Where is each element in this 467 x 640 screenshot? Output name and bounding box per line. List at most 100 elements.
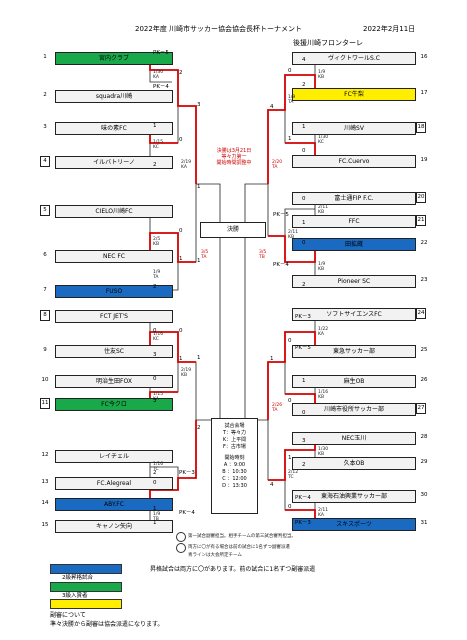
team-name-box: 久本OB [292, 457, 416, 470]
team-seed-box: 24 [416, 308, 426, 319]
team-seed-box: 18 [416, 122, 426, 133]
final-match-box: 決勝 [200, 222, 266, 238]
team-name-box: CIELO川崎FC [55, 205, 173, 218]
team-seed-number: 15 [41, 522, 49, 528]
venue-heading: 試合会場 [224, 423, 245, 429]
match-label: 1/15 KA [153, 392, 164, 402]
score: 4 [302, 57, 306, 63]
team-name-box: NEC FC [55, 250, 173, 263]
team-name-box: FC牛梨 [292, 88, 416, 101]
referee-note: 両方に〇が有る場合は前の試合に1名ずつ副審派遣 [188, 545, 290, 550]
score: 0 [288, 338, 292, 344]
venue-info-box: 試合会場 T：等々力 K：上平間 F：古市場 開始時刻 A ：9:00 B ：1… [211, 418, 258, 514]
score: PK－4 [273, 262, 289, 268]
final-schedule-note: 決勝は3月21日 等々力第一 開始時間調整中 [216, 148, 252, 166]
match-label: 2/20 TA [272, 160, 283, 170]
final-left-label: 3/5 TA [201, 250, 209, 260]
score: 1 [179, 256, 183, 262]
score: 1 [197, 258, 201, 264]
team-seed-number: 1 [43, 54, 47, 60]
score: 1 [288, 455, 292, 461]
score: 0 [179, 228, 183, 234]
team-seed-number: 10 [41, 377, 49, 383]
legend-green-swatch [50, 582, 122, 592]
score: 1 [197, 184, 201, 190]
score: 0 [288, 68, 292, 74]
score: PK－3 [295, 520, 311, 526]
team-seed-number: 3 [43, 124, 47, 130]
legend-blue-swatch [50, 564, 122, 574]
venue-line: F：古市場 [223, 444, 246, 450]
score: 4 [270, 482, 274, 488]
team-name-box: 麻生OB [292, 375, 416, 388]
team-seed-box: 5 [40, 205, 50, 216]
score: PK－4 [153, 84, 169, 90]
team-seed-number: 9 [43, 347, 47, 353]
score: 1 [302, 124, 306, 130]
match-label: 2/5 KB [153, 237, 161, 247]
match-label: 2/11 KB [318, 205, 329, 215]
team-name-box: キャノン矢向 [55, 520, 173, 533]
score: 0 [302, 148, 306, 154]
match-label: 1/16 KB [318, 390, 329, 400]
score: 3 [197, 102, 201, 108]
score: 0 [179, 137, 183, 143]
footnote-heading: 副審について [50, 612, 86, 619]
team-seed-number: 7 [43, 287, 47, 293]
score: 0 [302, 410, 306, 416]
team-seed-number: 30 [420, 492, 428, 498]
sponsor-text: 後援川崎フロンターレ [293, 39, 363, 47]
score: 1 [288, 136, 292, 142]
score: PK－3 [179, 470, 195, 476]
score: 1 [197, 355, 201, 361]
team-seed-box: 4 [40, 156, 50, 167]
score: PK－4 [179, 510, 195, 516]
score: PK－5 [153, 50, 169, 56]
referee-note: 第一試合副審担当。相手チームの第三試合審判担当。 [188, 534, 296, 539]
score: 3 [153, 398, 157, 404]
score: 0 [288, 398, 292, 404]
footnote-text: 準々決勝から副審は協会派遣になります。 [50, 621, 164, 628]
match-label: 1/16 KC [153, 332, 164, 342]
team-seed-number: 23 [420, 277, 428, 283]
score: PK－3 [295, 314, 311, 320]
referee-note: 青ラインは大会所定チーム [188, 553, 242, 558]
score: 4 [270, 104, 274, 110]
time-line: C ：12:00 [222, 476, 247, 482]
match-label: 2/26 TA [272, 403, 283, 413]
match-label: 2/11 KA [318, 508, 329, 518]
score: 2 [153, 284, 157, 290]
team-name-box: レイチェル [55, 450, 173, 463]
score: 2 [153, 162, 157, 168]
team-name-box: 宮内クラブ [55, 52, 173, 65]
score: 2 [179, 70, 183, 76]
score: 1 [153, 123, 157, 129]
score: PK－5 [295, 345, 311, 351]
team-seed-number: 13 [41, 479, 49, 485]
team-name-box: 味の素FC [55, 122, 173, 135]
team-name-box: FC.Alegreal [55, 477, 173, 490]
score: 0 [179, 328, 183, 334]
score: 2 [302, 282, 306, 288]
time-heading: 開始時刻 [224, 455, 245, 461]
match-label: 1/30 KC [318, 135, 329, 145]
time-line: D ：13:30 [222, 483, 247, 489]
legend-blue-label: 2級昇格試合 [62, 575, 93, 581]
time-line: B ：10:30 [222, 469, 247, 475]
team-seed-box: 11 [40, 398, 50, 409]
score: 2 [302, 82, 306, 88]
team-seed-box: 20 [416, 192, 426, 203]
team-name-box: FUSO [55, 285, 173, 298]
score: PK－5 [273, 212, 289, 218]
team-seed-number: 22 [420, 240, 428, 246]
team-seed-number: 16 [420, 54, 428, 60]
team-name-box: スキスポーツ [292, 518, 416, 531]
score: 1 [302, 378, 306, 384]
match-label: 2/19 KA [181, 160, 192, 170]
match-label: 1/9 KB [318, 70, 326, 80]
team-name-box: 東急サッカー部 [292, 345, 416, 358]
team-name-box: Pioneer SC [292, 275, 416, 288]
team-name-box: 富士通FIP F.C. [292, 192, 416, 205]
team-name-box: FFC [292, 215, 416, 228]
score: 1 [153, 520, 157, 526]
